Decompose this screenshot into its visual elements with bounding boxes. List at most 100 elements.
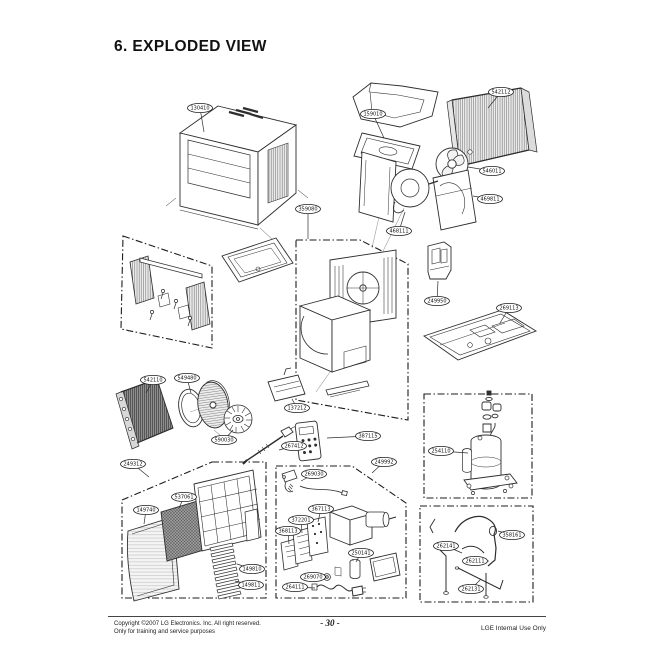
piping-group <box>419 505 534 603</box>
part-number-label: 468111 <box>389 229 408 235</box>
part-callout: 249950 <box>424 280 450 306</box>
part-callout: 368113 <box>275 526 301 545</box>
part-callout: 372201 <box>288 515 314 534</box>
blower-wheel <box>197 380 230 429</box>
part-callout: 149811 <box>234 580 264 591</box>
part-callout: 542112 <box>487 87 514 109</box>
part-number-label: 368113 <box>278 529 297 535</box>
part-callout: 137212 <box>284 398 310 413</box>
page-title: 6. EXPLODED VIEW <box>114 38 267 55</box>
top-air-guide <box>352 82 439 128</box>
grille-frame <box>193 469 262 552</box>
vent-motor <box>365 511 397 528</box>
page-number: - 30 - <box>320 618 340 628</box>
part-callout: 267412 <box>278 440 307 451</box>
front-grille-group <box>121 461 267 602</box>
part-number-label: 469811 <box>480 197 499 203</box>
part-callout: 250141 <box>348 548 374 563</box>
fan-shroud <box>432 169 477 231</box>
compressor <box>462 390 518 495</box>
part-number-label: 269070 <box>303 575 322 581</box>
accessory-group <box>120 235 213 349</box>
part-callout: 159010 <box>360 109 386 139</box>
fan-motor <box>358 151 439 223</box>
air-guide-group-box <box>295 239 409 421</box>
pcb-assemblies <box>280 516 329 571</box>
footer-right-note: LGE Internal Use Only <box>480 625 546 632</box>
base-pan <box>423 309 538 361</box>
part-callout: 387115 <box>326 430 381 441</box>
part-number-label: 387115 <box>358 434 377 440</box>
window-kit-frame <box>267 367 306 402</box>
vertical-louvers <box>209 542 242 600</box>
turbo-fan <box>223 404 253 434</box>
louver-blade <box>325 380 370 398</box>
part-number-label: 249312 <box>123 462 142 468</box>
pipes <box>429 515 504 599</box>
part-number-label: 149811 <box>241 583 260 589</box>
capacitor <box>349 559 361 579</box>
part-number-label: 159010 <box>363 112 382 118</box>
part-callout: 254110 <box>428 445 469 456</box>
cabinet <box>165 105 309 230</box>
part-number-label: 267412 <box>284 444 303 450</box>
part-number-label: 542110 <box>143 378 162 384</box>
part-callout: 262131 <box>458 578 484 595</box>
footer-copyright-line2: Only for training and service purposes <box>114 629 216 635</box>
part-callout: 262111 <box>462 556 489 567</box>
part-callout: 149740 <box>133 504 159 525</box>
part-number-label: 262111 <box>465 559 484 565</box>
part-callout: 249992 <box>371 456 397 474</box>
part-number-label: 546011 <box>482 169 501 175</box>
part-callout: 367113 <box>308 503 334 523</box>
part-number-label: 249950 <box>427 299 446 305</box>
evaporator-coil <box>115 378 174 450</box>
part-callout: 468111 <box>386 211 412 236</box>
part-number-label: 149740 <box>136 508 155 514</box>
part-callout: 546011 <box>467 165 505 176</box>
part-callout: 264111 <box>282 582 316 593</box>
part-number-label: 358161 <box>502 533 521 539</box>
front-grille-group-box <box>121 461 267 599</box>
thermostat-switch <box>281 469 348 497</box>
part-callout: 537061 <box>171 491 197 509</box>
callouts-layer: 1304101590105421125460114698114681113590… <box>120 87 525 595</box>
part-number-label: 542112 <box>491 90 510 96</box>
part-number-label: 262141 <box>436 544 455 550</box>
control-group <box>275 465 407 599</box>
accessory-group-box <box>120 235 213 349</box>
footer-copyright-line1: Copyright ©2007 LG Electronics. Inc. All… <box>114 621 261 627</box>
power-cord <box>311 583 366 597</box>
part-callout: 249312 <box>120 458 150 478</box>
part-number-label: 262131 <box>461 587 480 593</box>
part-callout: 149810 <box>236 563 265 575</box>
display-lens <box>369 552 401 582</box>
part-callout: 542110 <box>140 374 166 394</box>
control-box <box>328 505 374 577</box>
part-number-label: 264111 <box>285 585 304 591</box>
part-number-label: 359080 <box>298 207 317 213</box>
support-bracket <box>427 241 452 280</box>
footer-copyright: Copyright ©2007 LG Electronics. Inc. All… <box>114 620 261 636</box>
part-callout: 549480 <box>174 372 200 394</box>
piping-group-box <box>419 505 534 603</box>
grommet <box>323 573 331 581</box>
part-callout: 358161 <box>497 530 525 541</box>
drain-pan <box>221 237 294 283</box>
part-number-label: 137212 <box>287 406 306 412</box>
part-number-label: 549480 <box>177 376 196 382</box>
footer-rule <box>108 616 546 617</box>
part-callout: 262141 <box>433 541 463 554</box>
remote-controller <box>294 420 322 462</box>
part-number-label: 367113 <box>311 507 330 513</box>
compressor-group <box>423 390 533 499</box>
part-callout: 469811 <box>472 193 503 204</box>
part-callout: 269113 <box>496 302 522 324</box>
part-number-label: 254110 <box>431 449 450 455</box>
part-number-label: 590030 <box>214 438 233 444</box>
part-number-label: 249992 <box>374 460 393 466</box>
part-number-label: 537061 <box>174 495 193 501</box>
scroll-housing <box>298 295 372 373</box>
